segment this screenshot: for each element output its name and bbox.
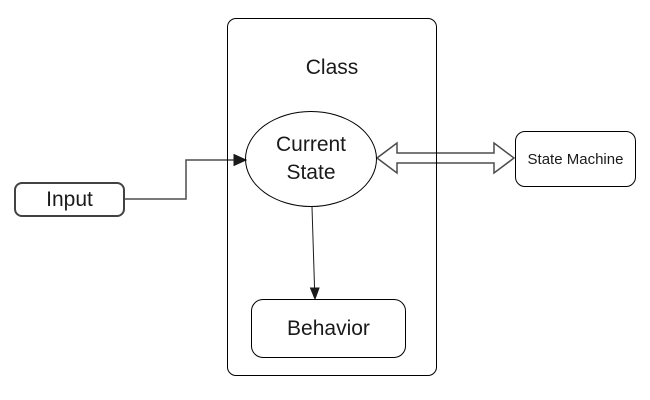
- state-machine-shape: State Machine: [515, 131, 636, 187]
- input-shape: Input: [14, 182, 125, 217]
- state-machine-label: State Machine: [527, 150, 624, 168]
- current-state-ellipse: Current State: [245, 111, 377, 207]
- class-label: Class: [305, 56, 359, 79]
- current-state-label-line1: Current: [275, 133, 347, 156]
- class-container-shape: [227, 18, 437, 376]
- input-label: Input: [46, 187, 93, 211]
- behavior-shape: Behavior: [251, 299, 406, 358]
- behavior-label: Behavior: [287, 316, 370, 340]
- current-state-label-line2: State: [286, 161, 336, 184]
